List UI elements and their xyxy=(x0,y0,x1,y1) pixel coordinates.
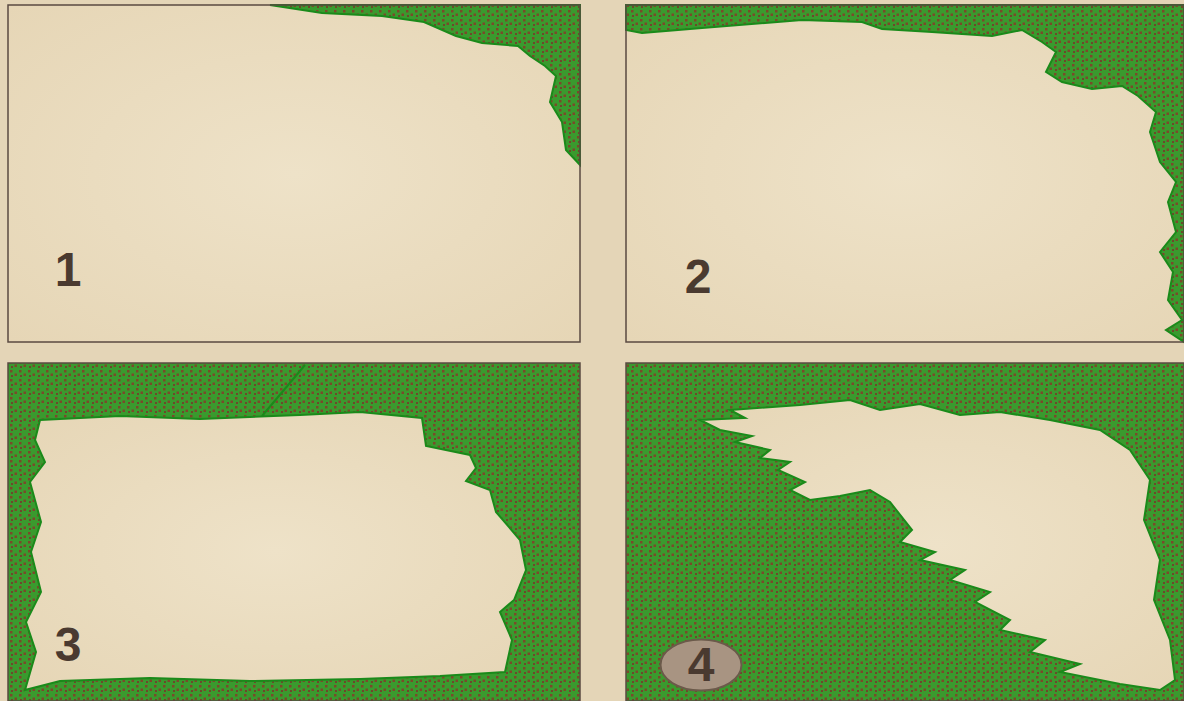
panel-border xyxy=(626,5,1184,342)
panel-border xyxy=(626,363,1184,701)
panel-border xyxy=(8,363,580,701)
desert-area xyxy=(700,400,1175,690)
vegetation-line xyxy=(262,365,305,416)
vegetation-area xyxy=(626,5,1184,342)
vegetation-area xyxy=(626,363,1184,701)
vegetation-area xyxy=(270,5,580,165)
panel-number: 2 xyxy=(685,253,712,301)
desert-area xyxy=(25,412,526,690)
number-ellipse: 4 xyxy=(659,638,743,692)
desert-panel xyxy=(626,5,1184,342)
desert-panel xyxy=(8,5,580,342)
panel-border xyxy=(8,5,580,342)
panel-number: 4 xyxy=(688,641,715,689)
panel-number: 1 xyxy=(55,246,82,294)
vegetation-area xyxy=(8,363,580,701)
panel-number: 3 xyxy=(55,621,82,669)
